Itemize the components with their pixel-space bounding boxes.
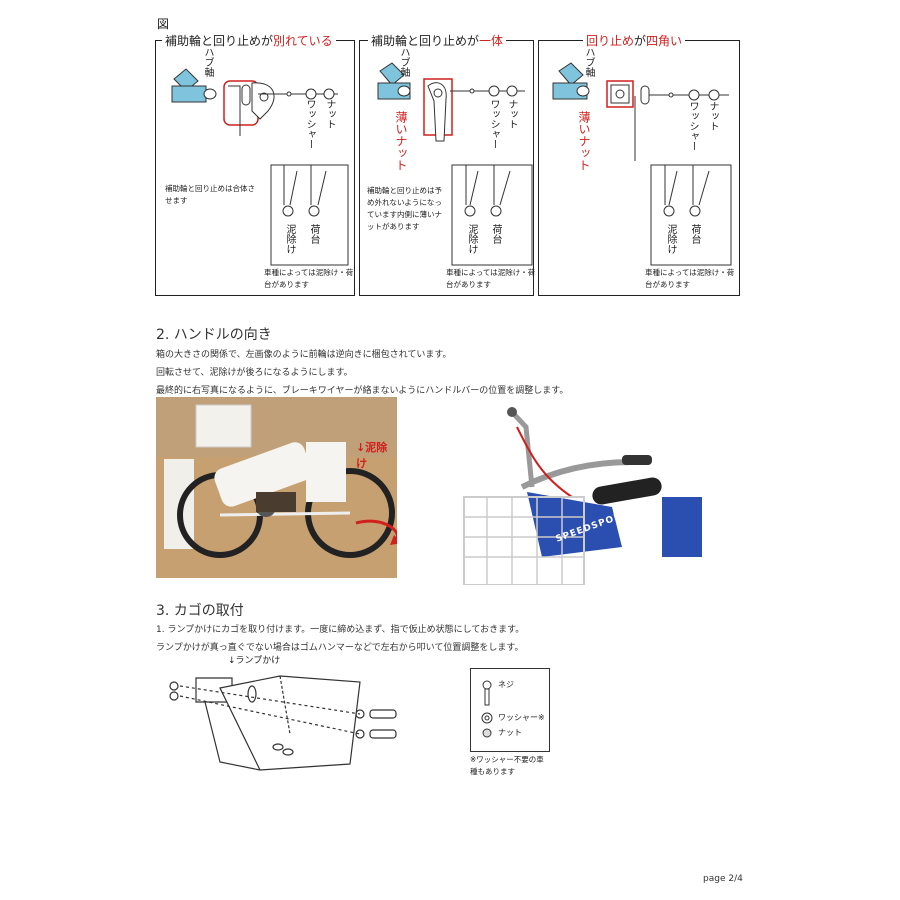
panel-title: 補助輪と回り止めが別れている (162, 32, 336, 49)
legend-screw: ネジ (498, 680, 514, 689)
hub-diagram (377, 62, 533, 266)
packed-bike-photo: ↓泥除け (156, 397, 397, 578)
vehicle-note: 車種によっては泥除け・荷台があります (446, 268, 536, 289)
hub-diagram (552, 62, 732, 266)
panel-title: 回り止めが四角い (583, 32, 686, 49)
legend-washer: ワッシャー※ (498, 713, 545, 722)
packed-bike-illustration (156, 397, 397, 578)
hub-label: ハブ軸 (202, 47, 213, 77)
vehicle-note: 車種によっては泥除け・荷台があります (645, 268, 735, 289)
carrier-label: 荷台 (490, 224, 501, 244)
page-number: page 2/4 (703, 874, 743, 884)
section2-text: 箱の大きさの関係で、左画像のように前輪は逆向きに梱包されています。 回転させて、… (156, 350, 569, 396)
legend-nut: ナット (498, 728, 522, 737)
panel-integrated: 補助輪と回り止めが一体 ハブ軸 薄いナット ワッシャー ナット 補助輪と回り止め… (359, 32, 536, 296)
panel-separate: 補助輪と回り止めが別れている ハブ軸 ワッシャー ナット 補助輪と回り止めは合体… (155, 32, 355, 296)
fender-label: 泥除け (284, 224, 295, 254)
fender-label: 泥除け (665, 224, 676, 254)
thin-nut-label: 薄いナット (577, 111, 591, 171)
nut-label: ナット (324, 99, 335, 129)
nut-label: ナット (707, 101, 718, 131)
assembled-bike-photo: SPEEDSPORT (462, 397, 702, 585)
section3-heading: 3. カゴの取付 (156, 603, 244, 619)
washer-label: ワッシャー (488, 99, 499, 149)
figure-label: 図 (157, 17, 170, 31)
panel-note: 補助輪と回り止めは予め外れないようになっています内側に薄いナットがあります (367, 186, 442, 231)
assembled-bike-illustration (463, 407, 702, 585)
section3-text: 1. ランプかけにカゴを取り付けます。一度に締め込まず、指で仮止め状態にしておき… (156, 625, 525, 653)
thin-nut-label: 薄いナット (394, 111, 408, 171)
fender-callout: ↓泥除け (356, 441, 388, 470)
section2-heading: 2. ハンドルの向き (156, 327, 272, 343)
washer-label: ワッシャー (304, 99, 315, 149)
washer-label: ワッシャー (687, 101, 698, 151)
nut-label: ナット (506, 99, 517, 129)
legend-note: ※ワッシャー不要の車種もあります (470, 755, 544, 776)
legend-icons (481, 680, 493, 738)
panel-square-stopper: 回り止めが四角い ハブ軸 薄いナット ワッシャー ナット 泥除け 荷台 車種によ… (538, 32, 740, 296)
panel-title: 補助輪と回り止めが一体 (368, 32, 507, 49)
vehicle-note: 車種によっては泥除け・荷台があります (264, 268, 354, 289)
hub-diagram (171, 68, 349, 266)
panel-note: 補助輪と回り止めは合体させます (165, 184, 255, 205)
carrier-label: 荷台 (689, 224, 700, 244)
basket-diagram (169, 675, 397, 771)
hardware-legend: ネジ ワッシャー※ ナット (470, 668, 550, 752)
carrier-label: 荷台 (308, 224, 319, 244)
hub-label: ハブ軸 (398, 47, 409, 77)
lamp-bracket-label: ↓ランプかけ (228, 656, 281, 666)
fender-label: 泥除け (466, 224, 477, 254)
hub-label: ハブ軸 (583, 47, 594, 77)
